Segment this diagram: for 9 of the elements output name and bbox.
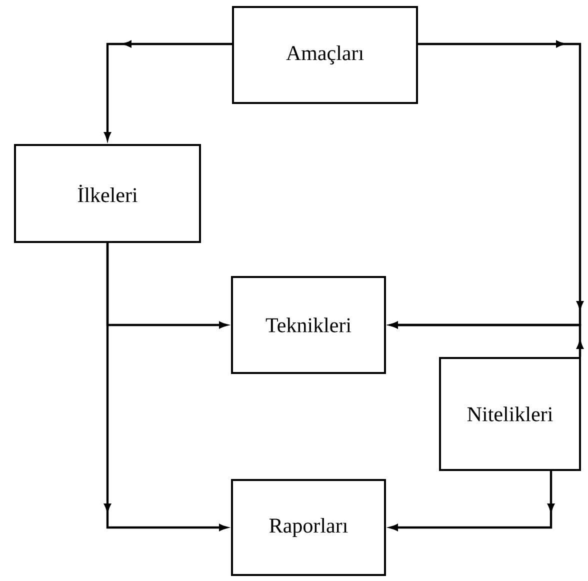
process-box: Raporları xyxy=(231,479,386,576)
arrow xyxy=(104,243,228,531)
process-box: İlkeleri xyxy=(14,144,201,243)
process-box: Teknikleri xyxy=(231,276,386,374)
process-box: Nitelikleri xyxy=(439,357,581,471)
arrow xyxy=(390,322,584,357)
arrow xyxy=(104,40,232,140)
arrow xyxy=(390,471,554,531)
process-box: Amaçları xyxy=(232,6,418,104)
